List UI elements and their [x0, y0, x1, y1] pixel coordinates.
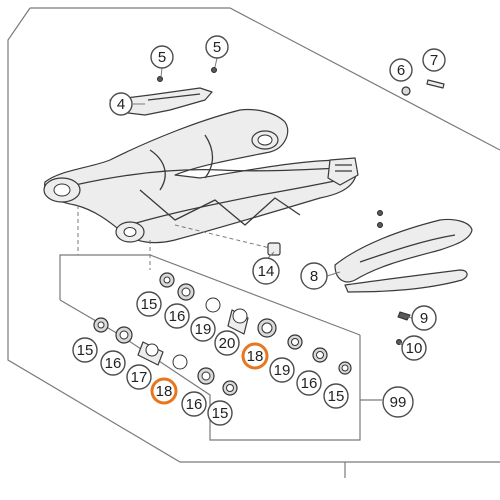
callout-label: 16: [301, 375, 318, 392]
callout-circle: [136, 291, 162, 317]
callout-circle: [252, 257, 280, 285]
callout-circle: [190, 316, 216, 342]
nut-and-pin-parts: [401, 79, 445, 96]
callout-circle: [164, 303, 190, 329]
callout-circle: [72, 337, 98, 363]
callout-10: 10: [401, 335, 427, 361]
callout-label: 10: [406, 340, 423, 357]
callout-17: 17: [126, 364, 152, 390]
callout-label: 18: [247, 348, 264, 365]
callout-circle: [401, 335, 427, 361]
callout-circle: [389, 58, 413, 82]
callout-19: 19: [190, 316, 216, 342]
callout-label: 9: [420, 310, 428, 327]
callout-16: 16: [164, 303, 190, 329]
callout-6: 6: [389, 58, 413, 82]
callout-label: 5: [158, 49, 166, 66]
callout-circle: [109, 92, 133, 116]
callout-label: 14: [258, 263, 275, 280]
callout-16: 16: [100, 350, 126, 376]
callout-7: 7: [422, 48, 446, 72]
chain-guide-part: [109, 67, 217, 116]
callout-label: 19: [195, 321, 212, 338]
chain-slider-part: [334, 210, 473, 293]
callout-label: 15: [212, 405, 229, 422]
callout-label: 15: [141, 296, 158, 313]
callout-circle: [411, 305, 437, 331]
callout-15: 15: [72, 337, 98, 363]
callout-circle: [382, 386, 414, 418]
callout-18-highlighted: 18: [241, 342, 269, 370]
callout-5: 5: [150, 45, 174, 69]
callout-circle: [205, 35, 229, 59]
callout-label: 7: [430, 52, 438, 69]
callout-label: 4: [117, 96, 125, 113]
bearing-parts-row-bottom: [93, 317, 238, 396]
callout-5: 5: [205, 35, 229, 59]
callout-18-highlighted: 18: [150, 377, 178, 405]
callout-99: 99: [382, 386, 414, 418]
callout-circle: [100, 350, 126, 376]
callout-circle: [323, 383, 349, 409]
callout-20: 20: [214, 330, 240, 356]
callout-label: 8: [310, 268, 318, 285]
callout-label: 6: [397, 62, 405, 79]
callout-circle: [422, 48, 446, 72]
bearing-parts-row-top: [159, 272, 352, 375]
callout-label: 16: [169, 308, 186, 325]
callout-15: 15: [136, 291, 162, 317]
callouts-layer: 5 5 6 7 4 14 8 9 10 15 16 19 20 18 19 16 15 15 16 17 18 16 15 9…: [72, 35, 446, 426]
callout-circle: [241, 342, 269, 370]
callout-8: 8: [300, 262, 328, 290]
callout-circle: [126, 364, 152, 390]
callout-leaders: [133, 57, 413, 347]
callout-label: 99: [390, 394, 407, 411]
callout-label: 15: [328, 388, 345, 405]
callout-16: 16: [296, 370, 322, 396]
callout-label: 20: [219, 335, 236, 352]
callout-circle: [207, 400, 233, 426]
callout-label: 18: [156, 383, 173, 400]
callout-circle: [214, 330, 240, 356]
callout-circle: [300, 262, 328, 290]
callout-label: 16: [105, 355, 122, 372]
callout-circle: [269, 357, 295, 383]
callout-label: 5: [213, 39, 221, 56]
swingarm-illustration: [43, 108, 359, 244]
callout-19: 19: [269, 357, 295, 383]
callout-circle: [150, 377, 178, 405]
callout-circle: [150, 45, 174, 69]
callout-15: 15: [323, 383, 349, 409]
callout-label: 15: [77, 342, 94, 359]
callout-circle: [181, 391, 207, 417]
callout-circle: [296, 370, 322, 396]
callout-9: 9: [411, 305, 437, 331]
callout-label: 16: [186, 396, 203, 413]
pivot-bolt-guides: [77, 205, 281, 270]
outer-frame: [7, 7, 500, 478]
callout-label: 17: [131, 369, 148, 386]
callout-4: 4: [109, 92, 133, 116]
callout-15: 15: [207, 400, 233, 426]
callout-label: 19: [274, 362, 291, 379]
callout-16: 16: [181, 391, 207, 417]
callout-14: 14: [252, 257, 280, 285]
